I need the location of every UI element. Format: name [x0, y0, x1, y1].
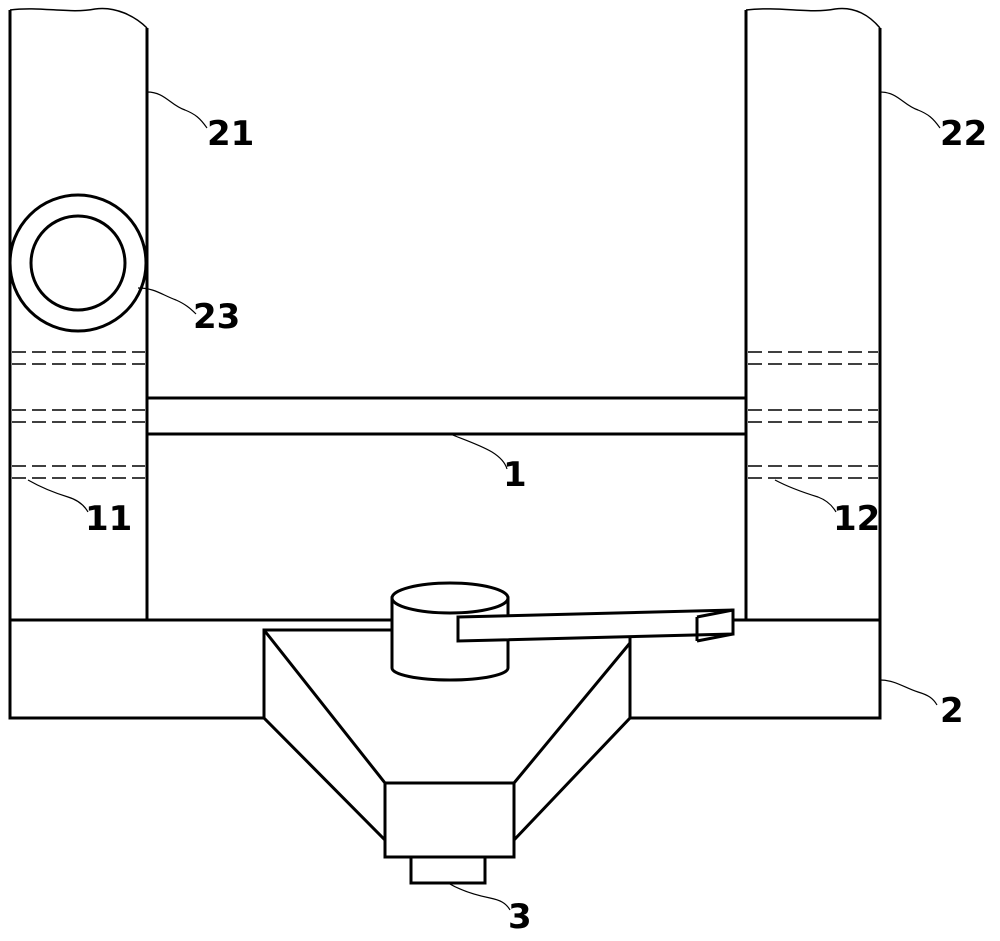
left-hidden-holes — [12, 351, 145, 479]
label-left-hole: 11 — [85, 499, 132, 539]
label-base-frame: 2 — [940, 691, 964, 731]
label-left-post: 21 — [207, 114, 254, 154]
arm — [456, 608, 735, 643]
bottom-block — [409, 855, 487, 885]
label-right-hole: 12 — [833, 499, 880, 539]
ring — [8, 193, 148, 333]
hopper — [262, 628, 632, 859]
left-post — [8, 7, 149, 620]
label-bottom-block: 3 — [508, 897, 532, 937]
label-right-post: 22 — [940, 114, 987, 154]
cylinder — [390, 581, 510, 682]
label-ring: 23 — [193, 297, 240, 337]
crossbar — [145, 396, 748, 436]
right-hidden-holes — [748, 351, 878, 479]
right-post — [744, 7, 882, 620]
label-crossbar: 1 — [503, 455, 527, 495]
leader-lines — [27, 91, 941, 911]
